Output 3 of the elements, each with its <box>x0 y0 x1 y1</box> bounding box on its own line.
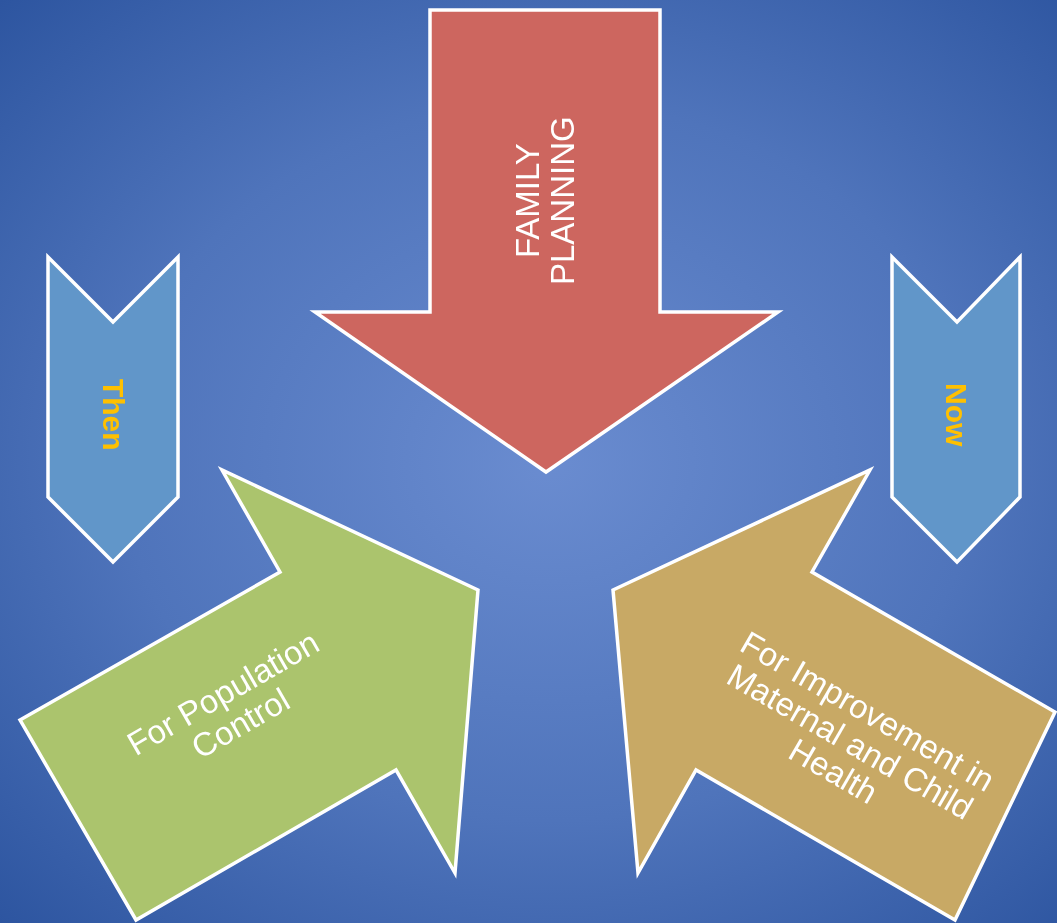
shape-label: Then <box>97 377 129 453</box>
shape-label: Now <box>940 382 972 449</box>
shape-label: FAMILY PLANNING <box>511 114 581 287</box>
